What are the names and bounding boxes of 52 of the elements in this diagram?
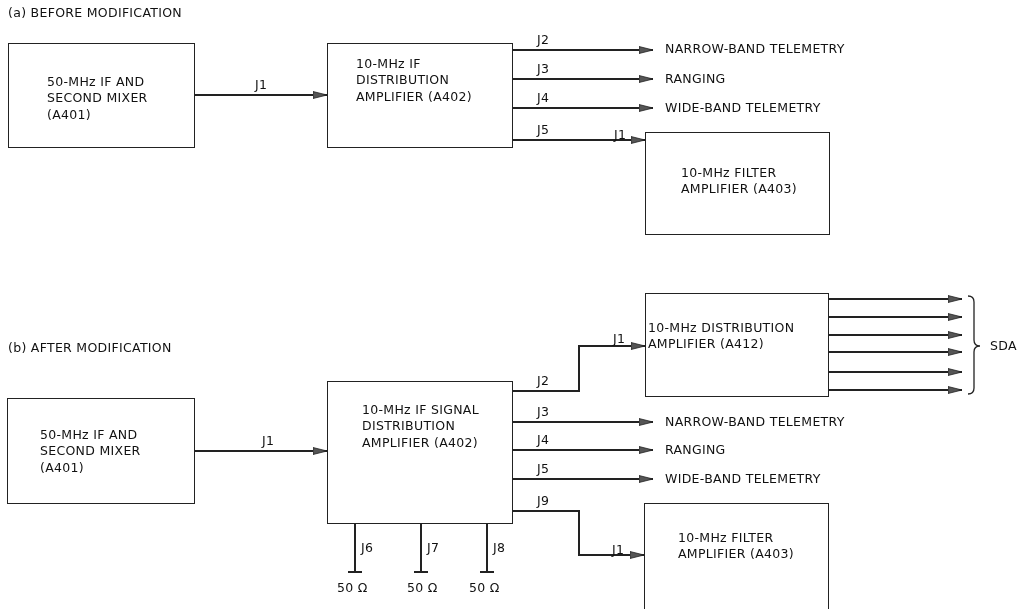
- block-label: 10-MHz DISTRIBUTION AMPLIFIER (A412): [648, 320, 796, 353]
- arrow: [512, 75, 654, 83]
- block-label: 10-MHz IF SIGNAL DISTRIBUTION AMPLIFIER (A402): [362, 402, 480, 451]
- arrow: [828, 348, 963, 356]
- block-box: [327, 43, 513, 148]
- connector-label: J7: [427, 542, 440, 555]
- arrow: [512, 475, 654, 483]
- block-label: 10-MHz FILTER AMPLIFIER (A403): [681, 165, 798, 198]
- section-heading: (a) BEFORE MODIFICATION: [8, 7, 182, 20]
- section-heading: (b) AFTER MODIFICATION: [8, 342, 172, 355]
- connector-label: J5: [537, 124, 550, 137]
- signal-label: 50 Ω: [337, 580, 368, 595]
- signal-label: 50 Ω: [469, 580, 500, 595]
- arrow: [512, 418, 654, 426]
- block-label: 10-MHz IF DISTRIBUTION AMPLIFIER (A402): [356, 56, 473, 105]
- block-label: 10-MHz FILTER AMPLIFIER (A403): [678, 530, 795, 563]
- signal-label: NARROW-BAND TELEMETRY: [665, 41, 845, 56]
- connector-label: J4: [537, 92, 550, 105]
- connector-label: J4: [537, 434, 550, 447]
- block-label: 50-MHz IF AND SECOND MIXER (A401): [47, 74, 149, 123]
- connector-label: J5: [537, 463, 550, 476]
- connector-label: J3: [537, 406, 550, 419]
- block-box: [327, 381, 513, 524]
- block-box: [7, 398, 195, 504]
- connector-label: J9: [537, 495, 550, 508]
- connector-label: J1: [614, 129, 627, 142]
- terminated-line: [480, 523, 494, 573]
- signal-label: WIDE-BAND TELEMETRY: [665, 100, 821, 115]
- terminated-line: [414, 523, 428, 573]
- arrow: [828, 386, 963, 394]
- arrow: [194, 447, 328, 455]
- connector-label: J1: [255, 79, 268, 92]
- connector-label: J1: [613, 333, 626, 346]
- signal-label: 50 Ω: [407, 580, 438, 595]
- connector-label: J1: [612, 544, 625, 557]
- block-box: [8, 43, 195, 148]
- arrow: [194, 91, 328, 99]
- group-label: SDA: [990, 340, 1017, 353]
- signal-label: WIDE-BAND TELEMETRY: [665, 471, 821, 486]
- connector-label: J8: [493, 542, 506, 555]
- block-label: 50-MHz IF AND SECOND MIXER (A401): [40, 427, 142, 476]
- signal-label: RANGING: [665, 71, 726, 86]
- connector-label: J2: [537, 375, 550, 388]
- connector-label: J1: [262, 435, 275, 448]
- terminated-line: [348, 523, 362, 573]
- connector-label: J3: [537, 63, 550, 76]
- signal-label: NARROW-BAND TELEMETRY: [665, 414, 845, 429]
- connector-label: J2: [537, 34, 550, 47]
- arrow: [512, 104, 654, 112]
- connector-label: J6: [361, 542, 374, 555]
- arrow: [512, 446, 654, 454]
- signal-label: RANGING: [665, 442, 726, 457]
